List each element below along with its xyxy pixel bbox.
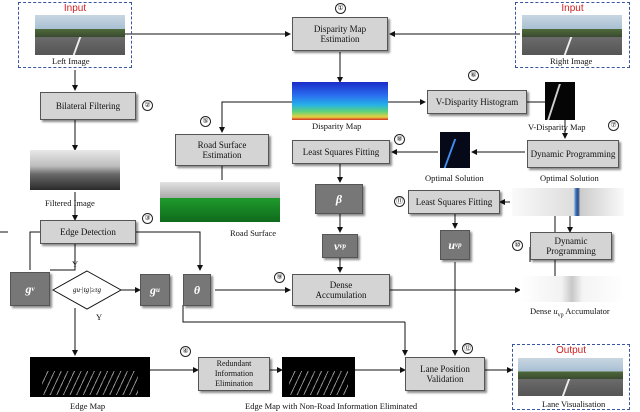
step-9-badge: ⑨	[274, 272, 285, 283]
condition-diamond: gu·|tg|≥τg	[52, 270, 122, 310]
edge-map-noroad-image	[282, 357, 355, 397]
dense-accumulation-box: Dense Accumulation	[292, 274, 390, 306]
theta-box: θ	[183, 274, 211, 306]
least-squares-fitting-box-1: Least Squares Fitting	[292, 140, 390, 164]
left-image-label: Left Image	[52, 56, 90, 66]
dense-accumulation-line-1: Dense	[329, 280, 353, 290]
step-1-badge: ①	[335, 3, 346, 14]
dynamic-programming-box-2: Dynamic Programming	[530, 232, 612, 260]
optimal-solution-accumulator-image	[512, 188, 624, 216]
step-3-badge: ③	[142, 213, 153, 224]
lane-visualisation-label: Lane Visualisation	[542, 399, 606, 409]
step-12-badge: ⑫	[462, 343, 473, 354]
redundant-information-elimination-box: Redundant Information Elimination	[198, 357, 270, 391]
dense-accumulation-line-2: Accumulation	[315, 290, 367, 300]
dynamic-programming-box-1: Dynamic Programming	[527, 140, 619, 168]
edge-map-image	[30, 357, 150, 397]
disparity-map-image	[292, 82, 388, 120]
step-5-badge: ⑤	[200, 116, 211, 127]
dense-accumulator-tail: Accumulator	[565, 306, 610, 316]
road-surface-image	[160, 182, 280, 222]
v-disparity-map-image	[545, 82, 575, 120]
left-image	[35, 15, 125, 55]
right-image	[522, 15, 622, 55]
step-6-badge: ⑥	[468, 70, 479, 81]
g-u-subscript: u	[156, 286, 160, 294]
edge-detection-box: Edge Detection	[40, 220, 136, 244]
step-10-badge: ⑩	[512, 240, 523, 251]
right-image-label: Right Image	[550, 56, 593, 66]
input-frame-left	[18, 2, 132, 68]
lane-position-validation-box: Lane Position Validation	[405, 357, 485, 391]
step-4-badge: ④	[180, 346, 191, 357]
output-tag: Output	[555, 345, 587, 356]
u-vp-symbol: u	[448, 238, 456, 252]
g-v-subscript: v	[31, 285, 35, 293]
beta-box: β	[315, 184, 363, 214]
step-11-badge: ⑪	[394, 196, 405, 207]
dense-accumulator-label: Dense uvp Accumulator	[530, 306, 610, 321]
input-frame-right	[515, 2, 630, 68]
bilateral-filtering-box: Bilateral Filtering	[40, 92, 136, 120]
g-v-symbol: g	[25, 282, 32, 296]
v-disparity-histogram-box: V-Disparity Histogram	[427, 90, 527, 114]
v-vp-symbol: v	[334, 239, 340, 253]
filtered-image	[30, 150, 120, 190]
input-tag-left: Input	[63, 3, 87, 14]
step-2-badge: ②	[142, 100, 153, 111]
road-surface-estimation-box: Road Surface Estimation	[175, 134, 269, 166]
step-8-badge: ⑧	[394, 134, 405, 145]
optimal-solution-label-2: Optimal Solution	[425, 173, 484, 183]
filtered-image-label: Filtered Image	[45, 198, 95, 208]
edge-map-label: Edge Map	[70, 401, 106, 411]
dense-accumulator-symbol: u	[553, 306, 558, 316]
v-disparity-map-label: V-Disparity Map	[528, 122, 586, 132]
u-vp-subscript: vp	[455, 241, 462, 249]
dense-accumulator-image	[520, 276, 624, 302]
condition-diamond-shape	[52, 270, 122, 310]
lane-visualisation-image	[518, 358, 623, 396]
least-squares-fitting-box-2: Least Squares Fitting	[408, 190, 500, 214]
disparity-estimation-box: Disparity Map Estimation	[292, 17, 388, 51]
road-surface-label: Road Surface	[230, 228, 277, 238]
input-tag-right: Input	[561, 3, 584, 14]
yes-label-top: Y	[72, 259, 79, 269]
g-u-symbol: g	[150, 283, 157, 297]
optimal-solution-image	[440, 132, 470, 168]
output-frame	[512, 344, 630, 410]
step-7-badge: ⑦	[608, 120, 619, 131]
edge-map-noroad-label: Edge Map with Non-Road Information Elimi…	[245, 401, 418, 411]
disparity-map-label: Disparity Map	[312, 121, 362, 131]
yes-label-bottom: Y	[96, 312, 103, 322]
dense-accumulator-subscript: vp	[557, 312, 564, 319]
v-vp-subscript: vp	[339, 242, 346, 250]
optimal-solution-label-1: Optimal Solution	[540, 173, 599, 183]
dense-accumulator-word: Dense	[530, 306, 552, 316]
condition-text: gu·|tg|≥τg	[73, 286, 101, 294]
